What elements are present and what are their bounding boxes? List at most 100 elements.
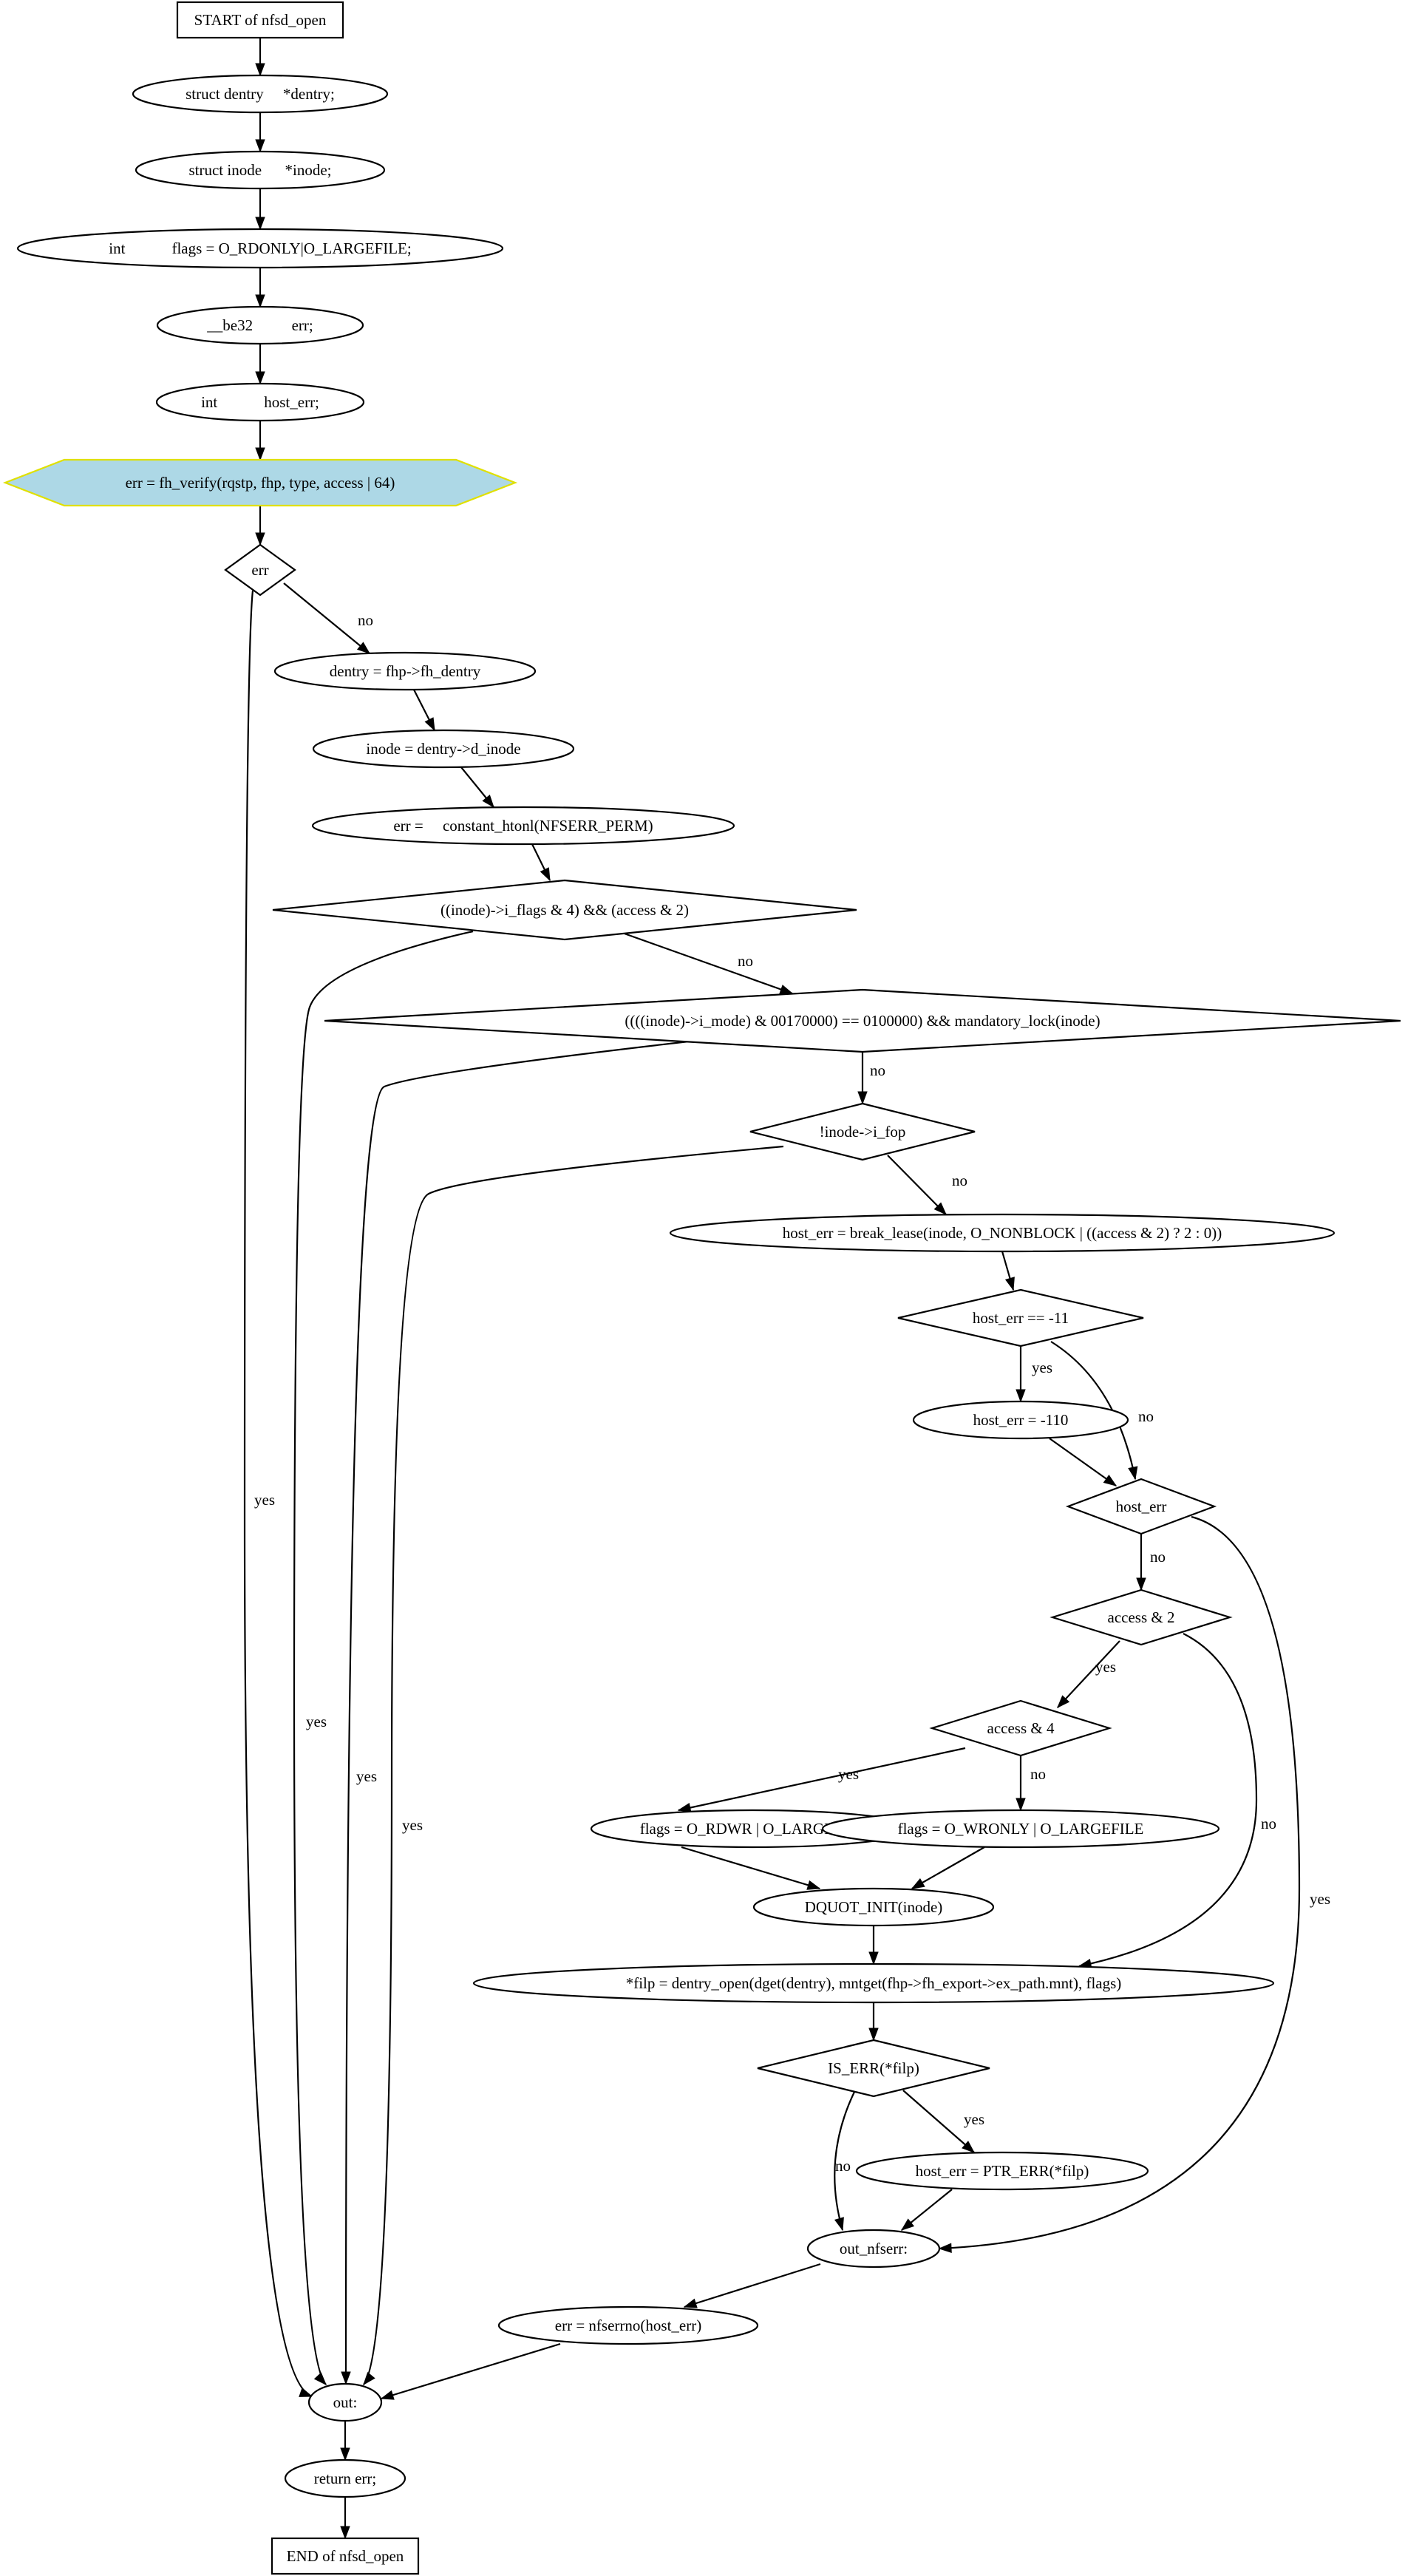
arrowhead <box>868 2028 879 2042</box>
node-label: inode = dentry->d_inode <box>366 740 520 758</box>
node-end-box: END of nfsd_open <box>271 2537 420 2575</box>
node-shape <box>757 2039 990 2098</box>
node-acc2-decision: access & 2 <box>1050 1588 1233 1646</box>
node-shape <box>472 1962 1275 2004</box>
node-shape <box>912 1400 1129 1440</box>
edge-return-to-end <box>340 2497 350 2540</box>
node-ptrerr-ellipse: host_err = PTR_ERR(*filp) <box>855 2151 1149 2191</box>
node-label: host_err = break_lease(inode, O_NONBLOCK… <box>783 1224 1222 1242</box>
node-shape <box>929 1699 1112 1757</box>
edge-acc2-to-acc4: yes <box>1057 1640 1120 1709</box>
edge-wronly-to-dquot <box>911 1846 985 1889</box>
node-inode-assign-ellipse: inode = dentry->d_inode <box>312 729 575 769</box>
edge-line <box>293 930 474 2385</box>
node-shape <box>307 2382 383 2422</box>
node-110-ellipse: host_err = -110 <box>912 1400 1129 1440</box>
arrowhead <box>255 294 265 308</box>
edge-label-no: no <box>1030 1765 1046 1783</box>
edge-label-yes: yes <box>402 1816 423 1834</box>
node-label: out_nfserr: <box>840 2240 908 2257</box>
arrowhead <box>313 2372 327 2386</box>
arrowhead <box>255 371 265 385</box>
node-iflags-decision: ((inode)->i_flags & 4) && (access & 2) <box>272 879 857 941</box>
node-label: END of nfsd_open <box>287 2547 404 2565</box>
arrowhead <box>900 2218 915 2231</box>
node-shape <box>497 2305 759 2345</box>
arrowhead <box>1057 1695 1070 1709</box>
node-shape <box>156 305 364 345</box>
node-err-check-decision: err <box>224 543 296 597</box>
node-label: err = fh_verify(rqstp, fhp, type, access… <box>126 474 395 492</box>
edge-rdwr-to-dquot <box>681 1846 821 1890</box>
edge-line <box>381 2342 561 2400</box>
edge-iserr-to-ptrerr: yes <box>902 2090 984 2153</box>
node-shape <box>272 879 857 941</box>
arrowhead <box>1004 1277 1015 1291</box>
node-label: return err; <box>314 2470 377 2487</box>
arrowhead <box>911 1877 925 1889</box>
arrowhead <box>677 1802 692 1813</box>
node-label: !inode->i_fop <box>820 1123 906 1141</box>
node-label: host_err == -11 <box>973 1309 1069 1327</box>
edge-line <box>834 2090 856 2231</box>
edge-line <box>363 1145 784 2385</box>
edge-line <box>678 1747 966 1812</box>
node-label: host_err = -110 <box>973 1411 1069 1429</box>
node-dentry-ellipse: struct dentry *dentry; <box>132 74 389 114</box>
node-wronly-ellipse: flags = O_WRONLY | O_LARGEFILE <box>821 1809 1220 1849</box>
edge-errno-to-out <box>380 2342 561 2400</box>
edge-label-yes: yes <box>964 2110 984 2128</box>
edge-dentry_assign-to-inode_assign <box>413 689 435 732</box>
edge-eq11-to-110: yes <box>1016 1346 1052 1403</box>
edge-line <box>344 1040 690 2385</box>
edge-label-no: no <box>835 2157 851 2175</box>
edge-err_check-to-out: yes <box>243 590 313 2398</box>
node-shape <box>271 2537 420 2575</box>
edge-label-yes: yes <box>254 1491 275 1509</box>
edge-line <box>243 590 313 2398</box>
node-acc4-decision: access & 4 <box>929 1699 1112 1757</box>
arrowhead <box>1016 1389 1026 1403</box>
node-label: *filp = dentry_open(dget(dentry), mntget… <box>626 1974 1122 1992</box>
edge-ifop-to-break_lease: no <box>887 1155 967 1216</box>
edge-line <box>911 1846 985 1889</box>
edge-label-no: no <box>738 952 753 970</box>
arrowhead <box>424 717 435 732</box>
node-shape <box>224 543 296 597</box>
arrowhead <box>356 642 371 654</box>
edge-110-to-hosterr <box>1049 1438 1117 1486</box>
edge-ifop-to-out: yes <box>363 1145 784 2386</box>
arrowhead <box>1016 1798 1026 1812</box>
arrowhead <box>683 2298 698 2308</box>
edge-acc4-to-rdwr: yes <box>677 1747 966 1813</box>
arrowhead <box>340 2526 350 2540</box>
arrowhead <box>834 2217 844 2232</box>
arrowhead <box>299 2388 313 2397</box>
node-shape <box>749 1102 976 1161</box>
node-shape <box>176 1 344 39</box>
node-shape <box>273 651 537 691</box>
edge-line <box>684 2263 821 2308</box>
node-dentry-assign-ellipse: dentry = fhp->fh_dentry <box>273 651 537 691</box>
node-label: DQUOT_INIT(inode) <box>805 1898 943 1916</box>
node-shape <box>311 806 735 846</box>
node-shape <box>284 2458 406 2498</box>
node-host-decl-ellipse: int host_err; <box>155 382 365 422</box>
node-label: int flags = O_RDONLY|O_LARGEFILE; <box>109 239 411 257</box>
arrowhead <box>540 867 551 882</box>
arrowhead <box>255 139 265 153</box>
edge-acc4-to-wronly: no <box>1016 1756 1046 1812</box>
arrowhead <box>341 2371 351 2385</box>
node-shape <box>324 988 1401 1053</box>
edge-out-to-return <box>340 2421 350 2461</box>
edge-outnfs-to-errno <box>683 2263 821 2308</box>
edge-line <box>1078 1633 1258 1968</box>
node-return-ellipse: return err; <box>284 2458 406 2498</box>
edge-line <box>939 1515 1301 2250</box>
arrowhead <box>938 2243 952 2253</box>
node-label: host_err = PTR_ERR(*filp) <box>916 2162 1089 2180</box>
node-shape <box>1065 1478 1217 1535</box>
node-rdwr-ellipse: flags = O_RDWR | O_LARGEFILE <box>590 1809 916 1849</box>
edge-line <box>283 582 370 654</box>
